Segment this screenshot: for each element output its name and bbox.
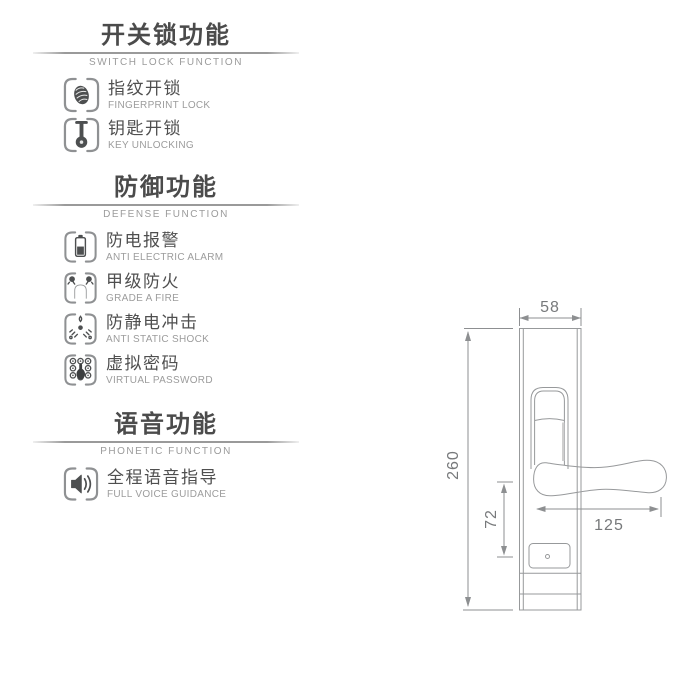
- feature-label-zh: 全程语音指导: [107, 467, 218, 487]
- feature-label-en: FINGERPRINT LOCK: [108, 99, 211, 111]
- section-voice: 语音功能 PHONETIC FUNCTION 全程语音指导 FULL VOICE…: [33, 410, 299, 501]
- feature-label-en: FULL VOICE GUIDANCE: [107, 488, 227, 500]
- section-title: 防御功能: [114, 174, 218, 201]
- dim-offset: 72: [483, 481, 513, 558]
- feature-label-en: ANTI ELECTRIC ALARM: [106, 251, 224, 263]
- lever-handle: [533, 459, 667, 497]
- fire-sprinkler-icon: [64, 272, 97, 304]
- keypad-hand-icon: [64, 354, 97, 386]
- feature-item-key: 钥匙开锁 KEY UNLOCKING: [63, 117, 299, 153]
- dim-height: 260: [445, 328, 513, 611]
- feature-item-virtual-password: 虚拟密码 VIRTUAL PASSWORD: [63, 354, 299, 386]
- dim-height-label: 260: [445, 450, 462, 480]
- feature-item-fingerprint: 指纹开锁 FINGERPRINT LOCK: [63, 77, 299, 113]
- keyhole-cover: [528, 543, 571, 569]
- feature-label-en: KEY UNLOCKING: [108, 139, 194, 151]
- section-divider: [33, 204, 299, 206]
- section-subtitle: PHONETIC FUNCTION: [100, 446, 232, 457]
- dim-handle-length: 125: [536, 497, 662, 534]
- feature-list: 全程语音指导 FULL VOICE GUIDANCE: [33, 467, 299, 501]
- speaker-icon: [63, 467, 99, 501]
- feature-label-zh: 虚拟密码: [106, 353, 180, 373]
- battery-icon: [64, 231, 97, 263]
- dim-handle-length-label: 125: [594, 517, 624, 534]
- dim-width: 58: [519, 299, 582, 326]
- feature-label-zh: 防静电冲击: [106, 312, 199, 332]
- section-subtitle: SWITCH LOCK FUNCTION: [89, 57, 243, 68]
- feature-label-en: ANTI STATIC SHOCK: [106, 333, 210, 345]
- feature-label-zh: 钥匙开锁: [108, 118, 182, 138]
- section-subtitle: DEFENSE FUNCTION: [103, 209, 229, 220]
- fingerprint-icon: [63, 77, 100, 113]
- dim-width-label: 58: [540, 299, 560, 316]
- feature-label-zh: 甲级防火: [106, 271, 180, 291]
- section-divider: [33, 52, 299, 54]
- feature-label-en: GRADE A FIRE: [106, 292, 180, 304]
- lock-body: [519, 328, 582, 611]
- feature-label-zh: 指纹开锁: [108, 78, 182, 98]
- section-divider: [33, 441, 299, 443]
- feature-list: 防电报警 ANTI ELECTRIC ALARM 甲级防火 GRADE A FI…: [33, 231, 299, 386]
- feature-label-en: VIRTUAL PASSWORD: [106, 374, 213, 386]
- section-title: 开关锁功能: [101, 22, 231, 49]
- feature-list: 指纹开锁 FINGERPRINT LOCK 钥匙开锁 KEY UNLOCKING: [33, 77, 299, 153]
- section-defense: 防御功能 DEFENSE FUNCTION 防电报警 ANTI ELECTRIC…: [33, 173, 299, 386]
- handle-escutcheon: [530, 387, 569, 469]
- feature-panel: 开关锁功能 SWITCH LOCK FUNCTION 指纹开锁 FINGERPR…: [33, 21, 299, 501]
- section-switch-lock: 开关锁功能 SWITCH LOCK FUNCTION 指纹开锁 FINGERPR…: [33, 21, 299, 153]
- feature-item-anti-electric: 防电报警 ANTI ELECTRIC ALARM: [63, 231, 299, 263]
- feature-label-zh: 防电报警: [106, 230, 180, 250]
- feature-item-fireproof: 甲级防火 GRADE A FIRE: [63, 272, 299, 304]
- feature-item-anti-static: 防静电冲击 ANTI STATIC SHOCK: [63, 313, 299, 345]
- key-icon: [63, 117, 100, 153]
- dim-offset-label: 72: [483, 509, 500, 529]
- section-title: 语音功能: [114, 411, 218, 438]
- feature-item-voice-guidance: 全程语音指导 FULL VOICE GUIDANCE: [63, 467, 299, 501]
- lock-dimension-drawing: 58 260 72 125: [445, 299, 667, 611]
- static-shock-icon: [64, 313, 97, 345]
